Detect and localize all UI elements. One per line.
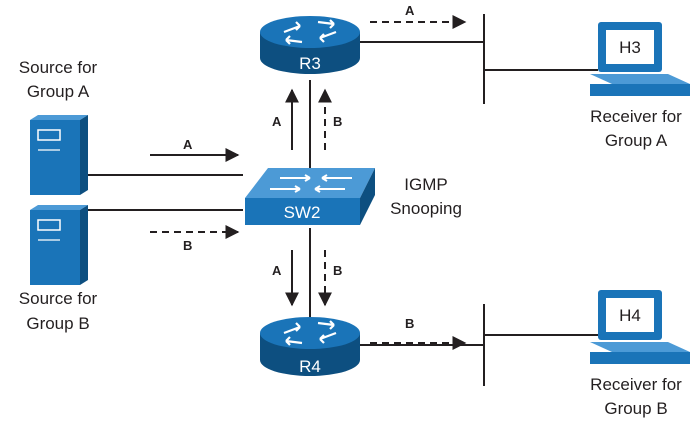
host-label: H4 (619, 306, 641, 325)
source-b-label-line1: Source for (19, 289, 98, 308)
switch-icon (245, 168, 375, 198)
flow-label: A (272, 114, 282, 129)
receiver-b-label-line2: Group B (604, 399, 667, 418)
flow-label: B (333, 114, 342, 129)
receiver-a-label-line1: Receiver for (590, 107, 682, 126)
server-source-a (30, 115, 88, 195)
receiver-b-label-line1: Receiver for (590, 375, 682, 394)
flow-label: A (183, 137, 193, 152)
router-label: R4 (299, 357, 321, 376)
workstation-h3: H3 (590, 22, 690, 96)
switch-sw2: SW2 (245, 168, 375, 225)
host-label: H3 (619, 38, 641, 57)
router-r3: R3 (260, 16, 360, 74)
receiver-a-label-line2: Group A (605, 131, 668, 150)
flow-label: A (272, 263, 282, 278)
server-source-b (30, 205, 88, 285)
router-r4: R4 (260, 317, 360, 376)
igmp-label-line2: Snooping (390, 199, 462, 218)
workstation-h4: H4 (590, 290, 690, 364)
source-a-label-line1: Source for (19, 58, 98, 77)
source-b-label-line2: Group B (26, 314, 89, 333)
flow-label: B (405, 316, 414, 331)
source-a-label-line2: Group A (27, 82, 90, 101)
switch-label: SW2 (284, 203, 321, 222)
flow-label: A (405, 3, 415, 18)
igmp-label-line1: IGMP (404, 175, 447, 194)
flow-label: B (333, 263, 342, 278)
router-label: R3 (299, 54, 321, 73)
flow-label: B (183, 238, 192, 253)
